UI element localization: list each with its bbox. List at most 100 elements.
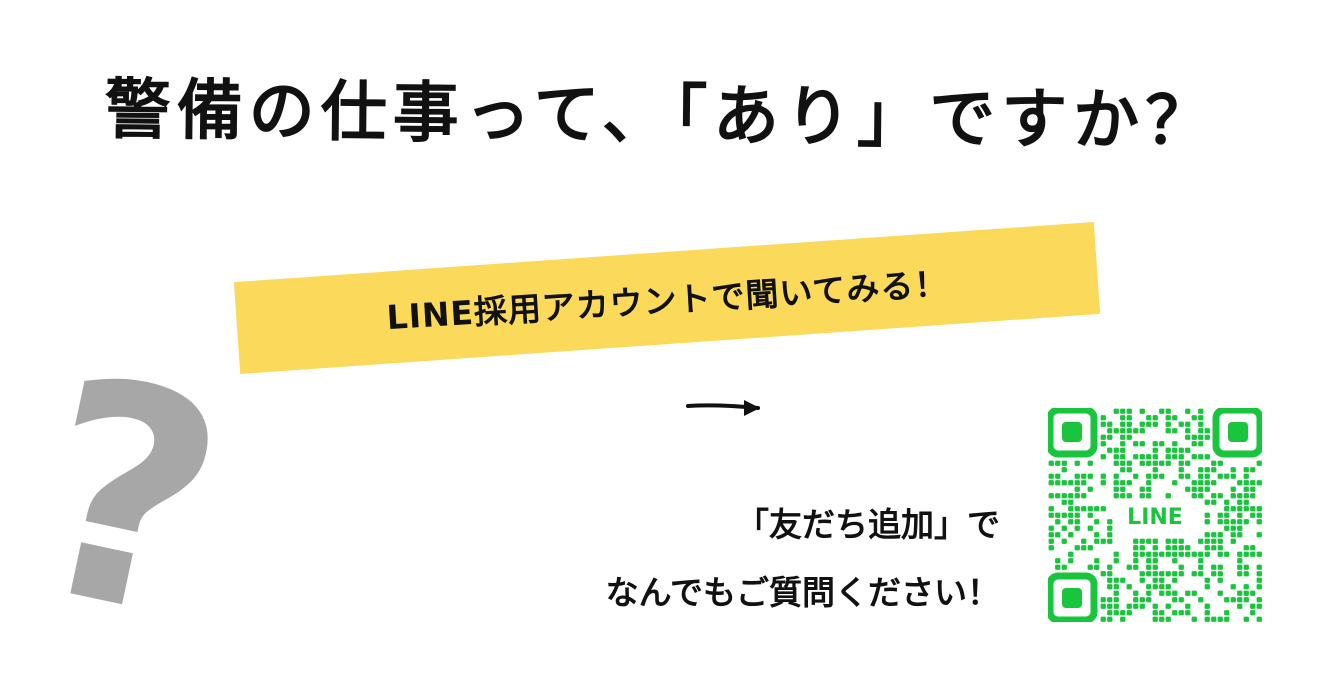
qr-module <box>1048 493 1054 499</box>
qr-module <box>1191 571 1197 577</box>
qr-module <box>1237 532 1243 538</box>
qr-module <box>1113 493 1119 499</box>
qr-module <box>1126 434 1132 440</box>
qr-module <box>1198 467 1204 473</box>
qr-module <box>1243 584 1249 590</box>
qr-module <box>1165 454 1171 460</box>
qr-module <box>1237 551 1243 557</box>
qr-module <box>1120 460 1126 466</box>
qr-module <box>1074 473 1080 479</box>
qr-module <box>1191 415 1197 421</box>
qr-finder-top-left <box>1048 408 1098 458</box>
qr-module <box>1139 493 1145 499</box>
qr-module <box>1074 512 1080 518</box>
qr-module <box>1094 532 1100 538</box>
qr-module <box>1217 616 1223 622</box>
qr-module <box>1185 421 1191 427</box>
qr-module <box>1172 577 1178 583</box>
qr-module <box>1191 493 1197 499</box>
qr-module <box>1100 597 1106 603</box>
qr-module <box>1230 493 1236 499</box>
qr-module <box>1172 447 1178 453</box>
qr-module <box>1211 467 1217 473</box>
qr-module <box>1204 532 1210 538</box>
qr-module <box>1152 467 1158 473</box>
qr-module <box>1191 551 1197 557</box>
qr-module <box>1139 597 1145 603</box>
qr-module <box>1107 447 1113 453</box>
qr-module <box>1178 597 1184 603</box>
qr-module <box>1074 486 1080 492</box>
qr-module <box>1074 519 1080 525</box>
qr-module <box>1198 571 1204 577</box>
qr-module <box>1198 558 1204 564</box>
qr-module <box>1204 428 1210 434</box>
qr-module <box>1133 603 1139 609</box>
qr-module <box>1152 551 1158 557</box>
qr-module <box>1074 480 1080 486</box>
qr-module <box>1165 603 1171 609</box>
qr-module <box>1107 616 1113 622</box>
qr-module <box>1087 486 1093 492</box>
qr-module <box>1204 454 1210 460</box>
qr-module <box>1217 564 1223 570</box>
qr-module <box>1100 538 1106 544</box>
qr-module <box>1165 447 1171 453</box>
qr-module <box>1146 564 1152 570</box>
arrow-right-icon <box>686 400 760 416</box>
qr-module <box>1126 493 1132 499</box>
qr-module <box>1159 473 1165 479</box>
qr-module <box>1198 597 1204 603</box>
qr-module <box>1165 428 1171 434</box>
qr-module <box>1061 538 1067 544</box>
qr-module <box>1172 441 1178 447</box>
qr-module <box>1211 493 1217 499</box>
qr-module <box>1133 551 1139 557</box>
qr-module <box>1068 499 1074 505</box>
qr-module <box>1126 467 1132 473</box>
qr-module <box>1126 421 1132 427</box>
qr-module <box>1237 558 1243 564</box>
line-cta-banner: LINE採用アカウントで聞いてみる！ <box>233 222 1101 374</box>
qr-module <box>1204 434 1210 440</box>
qr-module <box>1113 473 1119 479</box>
qr-module <box>1211 616 1217 622</box>
qr-module <box>1178 454 1184 460</box>
qr-module <box>1113 603 1119 609</box>
qr-module <box>1100 421 1106 427</box>
qr-module <box>1172 558 1178 564</box>
qr-module <box>1178 467 1184 473</box>
qr-module <box>1152 447 1158 453</box>
qr-module <box>1126 603 1132 609</box>
qr-module <box>1211 499 1217 505</box>
qr-module <box>1061 525 1067 531</box>
qr-module <box>1178 538 1184 544</box>
qr-module <box>1152 421 1158 427</box>
qr-module <box>1087 473 1093 479</box>
qr-module <box>1107 584 1113 590</box>
qr-module <box>1230 506 1236 512</box>
qr-module <box>1081 538 1087 544</box>
qr-module <box>1107 571 1113 577</box>
qr-module <box>1152 545 1158 551</box>
qr-module <box>1204 616 1210 622</box>
question-mark-icon: ? <box>5 310 249 688</box>
qr-module <box>1107 434 1113 440</box>
qr-module <box>1120 415 1126 421</box>
qr-module <box>1172 590 1178 596</box>
line-qr-code[interactable]: LINE <box>1048 408 1262 622</box>
qr-module <box>1152 571 1158 577</box>
qr-module <box>1152 610 1158 616</box>
qr-module <box>1139 538 1145 544</box>
qr-module <box>1159 610 1165 616</box>
qr-module <box>1250 506 1256 512</box>
qr-module <box>1256 512 1262 518</box>
qr-module <box>1139 551 1145 557</box>
qr-module <box>1165 408 1171 414</box>
qr-module <box>1120 421 1126 427</box>
qr-module <box>1224 525 1230 531</box>
qr-module <box>1146 493 1152 499</box>
qr-module <box>1068 551 1074 557</box>
qr-module <box>1237 525 1243 531</box>
qr-module <box>1224 610 1230 616</box>
